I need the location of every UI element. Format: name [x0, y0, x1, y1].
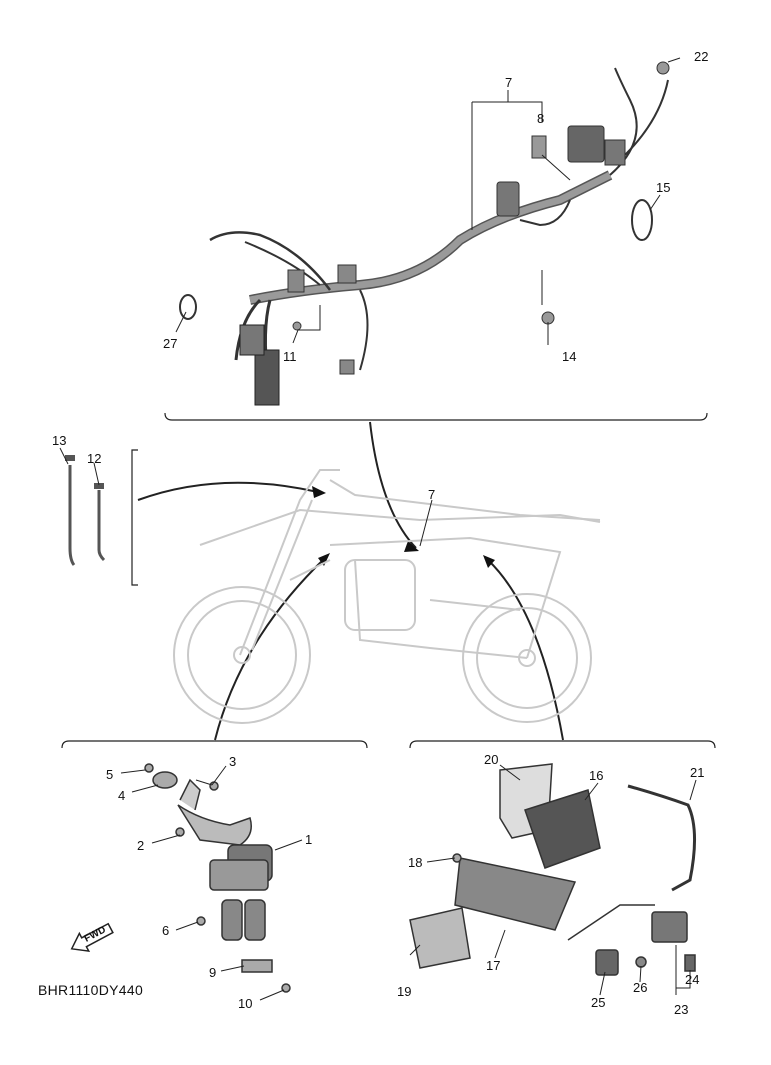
- callout-15: 15: [656, 180, 671, 195]
- callout-23: 23: [674, 1002, 689, 1017]
- callout-20: 20: [484, 752, 499, 767]
- callout-14: 14: [562, 349, 577, 364]
- callout-19: 19: [397, 984, 412, 999]
- cable-ties: [65, 455, 106, 566]
- arrow-to-regulator-area: [214, 557, 326, 741]
- callout-13: 13: [52, 433, 67, 448]
- rear-wheel: [462, 593, 592, 723]
- callout-5: 5: [106, 767, 114, 782]
- callout-6: 6: [162, 923, 170, 938]
- callout-12: 12: [87, 451, 102, 466]
- callout-7-bike: 7: [428, 487, 436, 502]
- callout-8: 8: [537, 111, 545, 126]
- regulator-group: [144, 763, 291, 993]
- callout-25: 25: [591, 995, 606, 1010]
- callout-2: 2: [137, 838, 145, 853]
- fwd-arrow-icon: [70, 922, 114, 953]
- arrow-to-battery-area: [487, 559, 564, 741]
- callout-17: 17: [486, 958, 501, 973]
- front-wheel: [173, 586, 311, 724]
- bottom-left-section-bracket: [61, 740, 368, 749]
- callout-21: 21: [690, 765, 705, 780]
- callout-7-top: 7: [505, 75, 513, 90]
- callout-16: 16: [589, 768, 604, 783]
- callout-3: 3: [229, 754, 237, 769]
- callout-9: 9: [209, 965, 217, 980]
- callout-4: 4: [118, 788, 126, 803]
- callout-24: 24: [685, 972, 700, 987]
- battery-group: [409, 763, 697, 976]
- callout-18: 18: [408, 855, 423, 870]
- motorcycle-outline: [173, 469, 601, 724]
- callout-10: 10: [238, 996, 253, 1011]
- wire-harness: [179, 61, 670, 406]
- callout-1: 1: [305, 832, 313, 847]
- callout-22: 22: [694, 49, 709, 64]
- bottom-right-section-bracket: [409, 740, 716, 749]
- arrow-to-headstock: [137, 481, 319, 501]
- callout-26: 26: [633, 980, 648, 995]
- top-section-bracket: [164, 412, 708, 421]
- left-section-bracket: [131, 449, 138, 586]
- callout-11: 11: [283, 349, 297, 364]
- diagram-code: BHR1110DY440: [38, 982, 144, 998]
- arrow-from-harness: [369, 421, 417, 549]
- callout-27: 27: [163, 336, 178, 351]
